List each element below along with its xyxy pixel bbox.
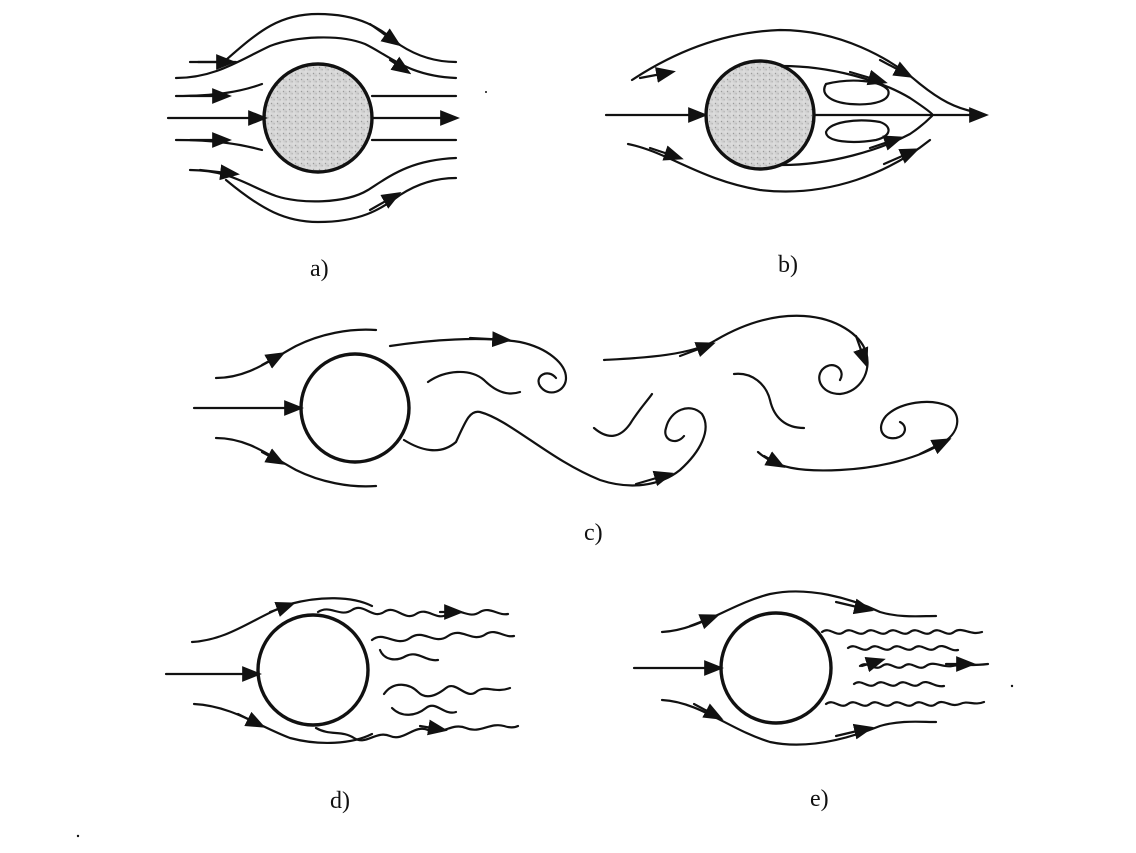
turbulence-d-6 [314, 724, 520, 742]
wake-c-upper-2-arrow2 [853, 334, 869, 368]
scan-dot [1010, 684, 1014, 688]
streamline-c-upper-in [214, 328, 378, 380]
streamline-a-3-arrow [388, 56, 412, 75]
streamline-c-lower-arrow [260, 448, 286, 465]
streamline-a-1-arrow [368, 22, 402, 47]
turbulence-d-6-arrow [418, 719, 448, 736]
streamline-e-lower-arrow2 [834, 723, 874, 740]
streamline-b-3-arrow2 [882, 148, 920, 166]
wake-arrow-b-upper [848, 69, 888, 86]
streamline-a-8-arrow [198, 164, 240, 181]
wake-c-upper-arrow [468, 331, 512, 348]
turbulence-d-1 [316, 606, 510, 618]
turbulence-d-3 [378, 648, 440, 662]
turbulence-d-4 [382, 683, 512, 698]
wake-c-lower-2-arrow2 [762, 451, 786, 468]
wake-c-upper-2-arrow [678, 342, 716, 358]
streamline-a-6 [174, 138, 264, 152]
panel-label-a: a) [310, 256, 329, 282]
cylinder-a [262, 62, 374, 174]
streamline-b-1 [630, 28, 977, 114]
cylinder-b [704, 59, 816, 171]
streamline-b-1-arrow [878, 58, 914, 78]
turbulence-d-5 [390, 704, 458, 716]
turbulence-d-2 [370, 630, 516, 643]
cylinder-d [256, 613, 370, 727]
streamline-a-4 [174, 82, 264, 98]
streamline-d-lower-arrow [236, 711, 266, 728]
panel-label-d: d) [330, 788, 350, 814]
panel-b: b) [604, 28, 989, 278]
turbulence-e-2 [846, 644, 960, 652]
panel-e: e) [632, 590, 990, 812]
streamline-e-upper-arrow2 [834, 598, 874, 615]
wake-c-lower-arrow [634, 470, 674, 487]
streamline-d-upper-arrow [268, 601, 296, 617]
streamline-a-1 [224, 12, 458, 64]
streamline-c-upper-arrow [260, 352, 286, 369]
streamline-e-lower-arrow [692, 702, 724, 720]
panel-c: c) [192, 314, 959, 546]
turbulence-e-1 [820, 628, 984, 635]
scan-dot [485, 91, 487, 93]
vortex-b-lower [824, 119, 890, 143]
wake-c-filament-3 [732, 372, 806, 430]
wake-c-lower-2 [756, 400, 959, 472]
streamline-c-lower-in [214, 436, 378, 488]
panel-label-b: b) [778, 252, 798, 278]
turbulence-e-5 [824, 700, 986, 707]
scan-dot [76, 834, 80, 838]
panel-a: a) [166, 12, 460, 282]
streamline-a-9-arrow [368, 192, 402, 212]
wake-c-lower [402, 407, 707, 487]
turbulence-e-arrow-mid [860, 656, 886, 673]
cylinder-e [719, 611, 833, 725]
streamline-a-9 [224, 176, 458, 224]
streamline-e-upper-arrow [688, 614, 720, 630]
panel-label-e: e) [810, 786, 829, 812]
cylinder-c [299, 352, 411, 464]
wake-arrow-b-lower [868, 135, 904, 151]
wake-c-filament-1 [426, 370, 522, 395]
vortex-b-upper [823, 79, 890, 106]
wake-c-upper-2 [602, 314, 869, 396]
wake-c-lower-2-arrow [918, 438, 952, 456]
turbulence-e-4 [852, 680, 946, 688]
panel-label-c: c) [584, 520, 603, 546]
wake-boundary-b-upper [780, 64, 934, 116]
streamline-d-lower [192, 702, 374, 745]
wake-c-filament-2 [592, 392, 654, 437]
wake-c-upper [388, 337, 568, 394]
streamline-b-3-arrow [648, 145, 684, 161]
streamline-b-2-in [638, 67, 676, 83]
panel-d: d) [164, 597, 520, 814]
